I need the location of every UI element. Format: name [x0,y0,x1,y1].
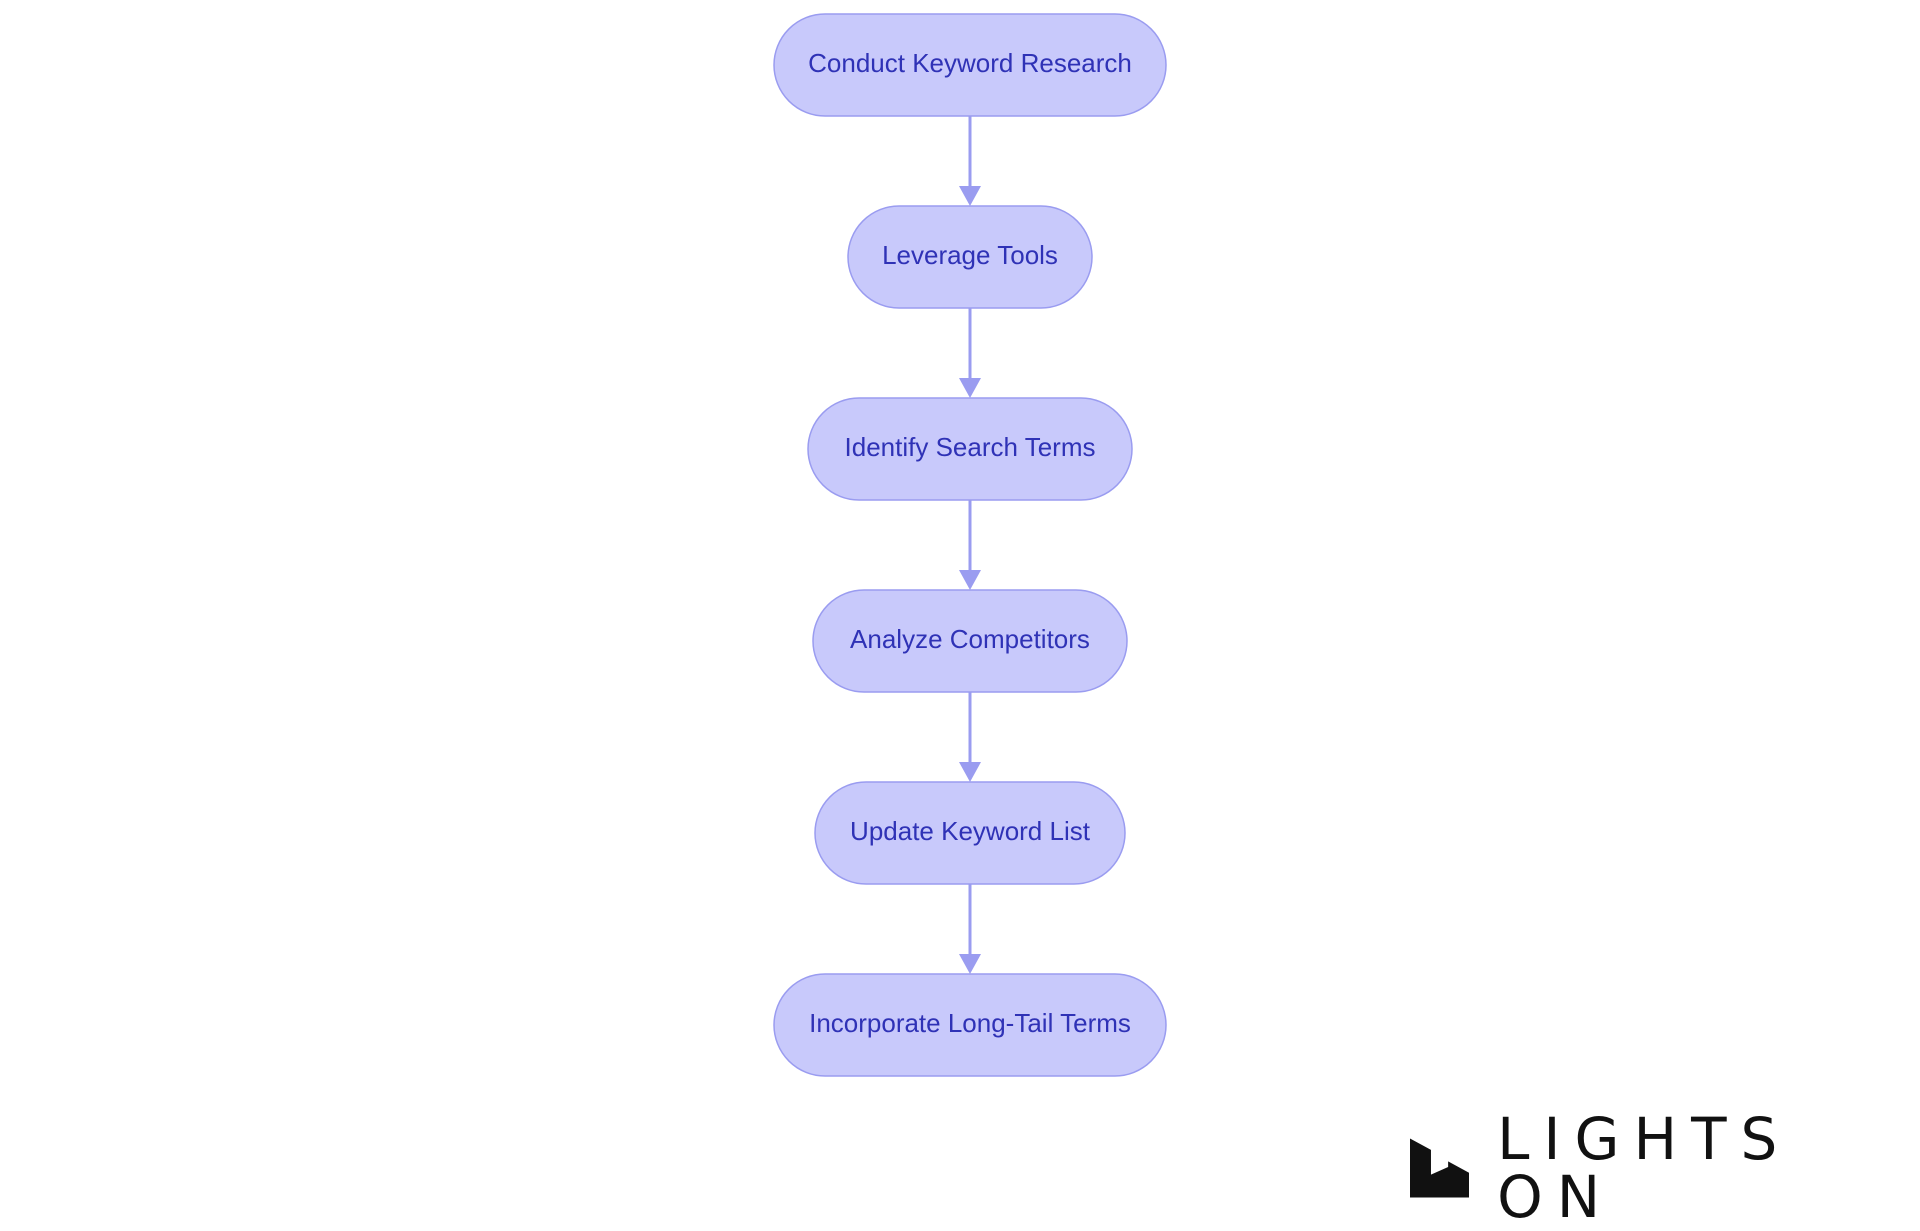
step-label: Analyze Competitors [850,624,1090,654]
flow-step-analyze-competitors: Analyze Competitors [812,589,1128,693]
edge [959,500,981,590]
flow-step-leverage-tools: Leverage Tools [847,205,1093,309]
step-label: Update Keyword List [850,816,1091,846]
step-box [773,973,1167,1077]
edge [959,692,981,782]
step-label: Incorporate Long-Tail Terms [809,1008,1131,1038]
arrowhead-icon [959,186,981,206]
step-box [814,781,1126,885]
step-label: Conduct Keyword Research [808,48,1132,78]
step-box [847,205,1093,309]
flow-step-conduct-keyword-research: Conduct Keyword Research [773,13,1167,117]
arrowhead-icon [959,954,981,974]
edge [959,308,981,398]
edge [959,116,981,206]
step-box [807,397,1133,501]
brand-wordmark: LIGHTS ON [1497,1105,1792,1231]
step-box [812,589,1128,693]
step-label: Identify Search Terms [845,432,1096,462]
arrowhead-icon [959,378,981,398]
flow-step-incorporate-long-tail-terms: Incorporate Long-Tail Terms [773,973,1167,1077]
flow-step-identify-search-terms: Identify Search Terms [807,397,1133,501]
brand-logo: LIGHTS ON [1410,1110,1920,1226]
arrowhead-icon [959,570,981,590]
step-box [773,13,1167,117]
flow-step-update-keyword-list: Update Keyword List [814,781,1126,885]
edge [959,884,981,974]
lights-on-logo-icon [1410,1138,1470,1198]
arrowhead-icon [959,762,981,782]
step-label: Leverage Tools [882,240,1058,270]
